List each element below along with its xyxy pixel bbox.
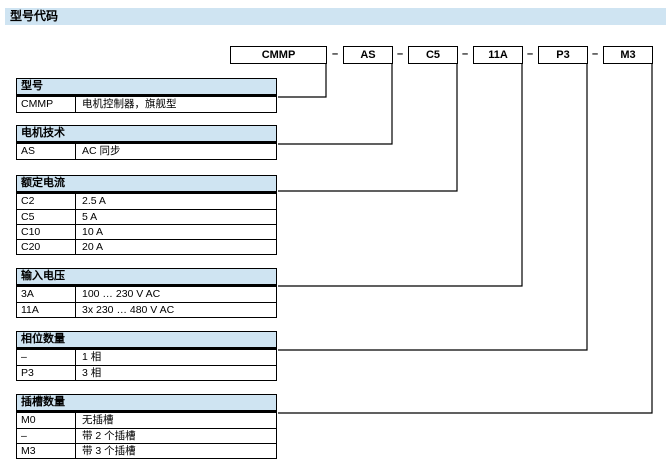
- code-cell: –: [17, 350, 76, 365]
- code-box-m3: M3: [603, 46, 653, 64]
- code-box-as: AS: [343, 46, 393, 64]
- connector-line-m3: [278, 64, 653, 414]
- desc-cell: 2.5 A: [82, 195, 106, 207]
- desc-cell: 100 … 230 V AC: [82, 288, 161, 300]
- table-rated-current-header: 额定电流: [17, 176, 276, 194]
- code-box-cmmp: CMMP: [230, 46, 327, 64]
- connector-line-as: [278, 64, 393, 145]
- table-motor-technology-header: 电机技术: [17, 126, 276, 144]
- table-slot-count-header: 插槽数量: [17, 395, 276, 413]
- code-separator: –: [526, 48, 534, 60]
- table-row: C10 10 A: [17, 224, 276, 239]
- desc-cell: 无插槽: [82, 414, 114, 426]
- code-cell: C2: [17, 194, 76, 209]
- table-row: CMMP 电机控制器，旗舰型: [17, 97, 276, 112]
- code-cell: CMMP: [17, 97, 76, 112]
- table-row: M3 带 3 个插槽: [17, 443, 276, 458]
- code-cell: C20: [17, 240, 76, 254]
- code-cell: C5: [17, 210, 76, 224]
- table-rated-current: 额定电流 C2 2.5 A C5 5 A C10 10 A C20 20 A: [16, 175, 277, 255]
- code-box-c5: C5: [408, 46, 458, 64]
- table-row: – 1 相: [17, 350, 276, 365]
- table-row: AS AC 同步: [17, 144, 276, 159]
- table-row: P3 3 相: [17, 365, 276, 380]
- table-input-voltage: 输入电压 3A 100 … 230 V AC 11A 3x 230 … 480 …: [16, 268, 277, 318]
- table-row: 11A 3x 230 … 480 V AC: [17, 302, 276, 317]
- code-cell: –: [17, 429, 76, 443]
- table-model: 型号 CMMP 电机控制器，旗舰型: [16, 78, 277, 113]
- code-cell: 3A: [17, 287, 76, 302]
- desc-cell: 3 相: [82, 367, 102, 379]
- table-motor-technology: 电机技术 AS AC 同步: [16, 125, 277, 160]
- table-slot-count: 插槽数量 M0 无插槽 – 带 2 个插槽 M3 带 3 个插槽: [16, 394, 277, 459]
- table-row: C5 5 A: [17, 209, 276, 224]
- code-box-p3: P3: [538, 46, 588, 64]
- desc-cell: 电机控制器，旗舰型: [82, 98, 177, 110]
- code-cell: M0: [17, 413, 76, 428]
- code-box-11a: 11A: [473, 46, 523, 64]
- table-phase-count: 相位数量 – 1 相 P3 3 相: [16, 331, 277, 381]
- desc-cell: 3x 230 … 480 V AC: [82, 304, 175, 316]
- table-row: C2 2.5 A: [17, 194, 276, 209]
- connector-line-c5: [278, 64, 458, 192]
- desc-cell: 20 A: [82, 241, 104, 253]
- table-row: C20 20 A: [17, 239, 276, 254]
- desc-cell: 带 3 个插槽: [82, 445, 136, 457]
- table-row: – 带 2 个插槽: [17, 428, 276, 443]
- table-model-header: 型号: [17, 79, 276, 97]
- code-cell: AS: [17, 144, 76, 159]
- code-separator: –: [331, 48, 339, 60]
- code-separator: –: [591, 48, 599, 60]
- code-separator: –: [461, 48, 469, 60]
- section-title: 型号代码: [10, 9, 59, 23]
- code-cell: M3: [17, 444, 76, 458]
- desc-cell: 10 A: [82, 226, 104, 238]
- section-title-bar: 型号代码: [5, 8, 666, 25]
- table-input-voltage-header: 输入电压: [17, 269, 276, 287]
- code-cell: C10: [17, 225, 76, 239]
- connector-line-cmmp: [278, 64, 327, 98]
- connector-line-p3: [278, 64, 588, 351]
- desc-cell: 带 2 个插槽: [82, 430, 136, 442]
- code-cell: P3: [17, 366, 76, 380]
- table-row: 3A 100 … 230 V AC: [17, 287, 276, 302]
- table-phase-count-header: 相位数量: [17, 332, 276, 350]
- table-row: M0 无插槽: [17, 413, 276, 428]
- desc-cell: AC 同步: [82, 145, 121, 157]
- code-cell: 11A: [17, 303, 76, 317]
- desc-cell: 5 A: [82, 211, 98, 223]
- desc-cell: 1 相: [82, 351, 102, 363]
- connector-line-11a: [278, 64, 523, 287]
- code-separator: –: [396, 48, 404, 60]
